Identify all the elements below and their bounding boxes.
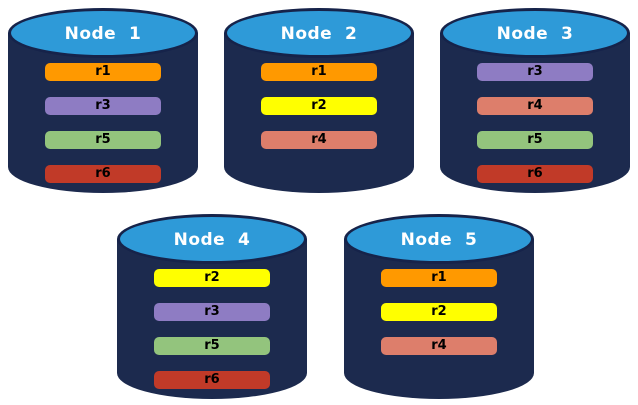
replica-bar: r1 <box>45 63 161 81</box>
replica-bar: r6 <box>154 371 270 389</box>
replica-list: r1 r2 r4 <box>381 269 497 371</box>
node-header: Node 3 <box>440 8 630 58</box>
node-header: Node 2 <box>224 8 414 58</box>
node-header: Node 4 <box>117 214 307 264</box>
replica-bar: r1 <box>381 269 497 287</box>
replica-bar: r5 <box>154 337 270 355</box>
replica-bar: r3 <box>45 97 161 115</box>
node-label: Node 1 <box>64 24 142 44</box>
replica-bar: r2 <box>381 303 497 321</box>
node-cylinder-5: Node 5 r1 r2 r4 <box>344 214 534 399</box>
node-cylinder-2: Node 2 r1 r2 r4 <box>224 8 414 193</box>
replica-bar: r4 <box>477 97 593 115</box>
replica-list: r1 r2 r4 <box>261 63 377 165</box>
replica-bar: r1 <box>261 63 377 81</box>
replica-bar: r3 <box>477 63 593 81</box>
replica-bar: r4 <box>381 337 497 355</box>
node-label: Node 3 <box>496 24 574 44</box>
node-cylinder-3: Node 3 r3 r4 r5 r6 <box>440 8 630 193</box>
node-header: Node 1 <box>8 8 198 58</box>
node-label: Node 5 <box>400 230 478 250</box>
replica-bar: r4 <box>261 131 377 149</box>
replica-bar: r5 <box>45 131 161 149</box>
replica-bar: r6 <box>45 165 161 183</box>
replica-bar: r2 <box>154 269 270 287</box>
replica-bar: r5 <box>477 131 593 149</box>
replica-list: r2 r3 r5 r6 <box>154 269 270 405</box>
replica-bar: r2 <box>261 97 377 115</box>
replica-bar: r3 <box>154 303 270 321</box>
replica-list: r1 r3 r5 r6 <box>45 63 161 199</box>
node-label: Node 4 <box>173 230 251 250</box>
node-label: Node 2 <box>280 24 358 44</box>
replica-bar: r6 <box>477 165 593 183</box>
node-header: Node 5 <box>344 214 534 264</box>
replica-list: r3 r4 r5 r6 <box>477 63 593 199</box>
node-cylinder-1: Node 1 r1 r3 r5 r6 <box>8 8 198 193</box>
node-cylinder-4: Node 4 r2 r3 r5 r6 <box>117 214 307 399</box>
